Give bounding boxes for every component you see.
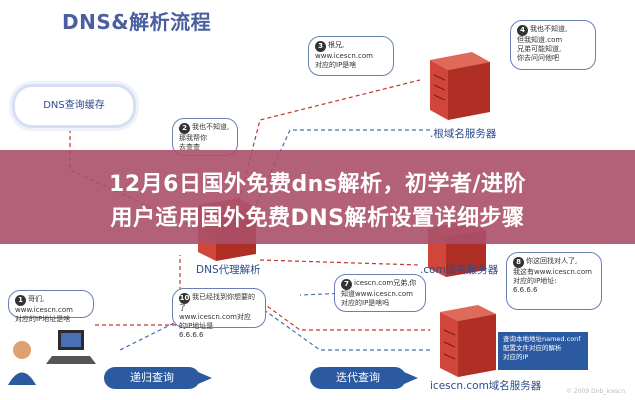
flow-line-com-return xyxy=(299,289,421,296)
proxy-label: DNS代理解析 xyxy=(196,264,261,276)
step-number: 4 xyxy=(517,25,528,36)
user-icon xyxy=(8,341,36,385)
named-conf-info-box: 查询本地地址named.conf 配置文件对应的解析 对应的IP xyxy=(498,332,588,370)
bubble-text: 我也不知道, 那我帮你 去查查 xyxy=(179,123,230,151)
step-number: 8 xyxy=(513,257,524,268)
step-number: 3 xyxy=(315,41,326,52)
bubble-text: 哥们, www.icescn.com 对应的IP地址是啥 xyxy=(15,295,73,323)
flow-line-icescn-return xyxy=(249,299,430,351)
step-number: 10 xyxy=(179,293,190,304)
root-server-label: .根域名服务器 xyxy=(430,128,497,140)
icescn-server-label: icescn.com域名服务器 xyxy=(430,380,542,392)
title-banner: 12月6日国外免费dns解析，初学者/进阶 用户适用国外免费DNS解析设置详细步… xyxy=(0,150,635,244)
flow-line-recursive-return xyxy=(119,319,181,351)
step-number: 7 xyxy=(341,279,352,290)
diagram-title: DNS&解析流程 xyxy=(62,10,212,34)
watermark: © 2009 Dnb_icescn xyxy=(566,388,626,395)
step-number: 1 xyxy=(15,295,26,306)
bubble-text: 我已经找到你想要的了 www.icescn.com对应 的IP地址是 6.6.6… xyxy=(179,293,255,339)
server-icescn-icon xyxy=(440,305,496,377)
recursive-query-pill: 递归查询 xyxy=(104,367,200,389)
computer-icon xyxy=(46,330,96,364)
iterative-arrow-icon xyxy=(404,372,418,384)
banner-line-1: 12月6日国外免费dns解析，初学者/进阶 xyxy=(109,172,526,197)
bubble-text: 你这回找对人了, 我这有www.icescn.com 对应的IP地址: 6.6.… xyxy=(513,257,592,294)
bubble-text: 我也不知道, 但我知道.com 兄弟可能知道, 你去问问他吧 xyxy=(517,25,568,62)
flow-line-client-proxy xyxy=(95,255,181,326)
recursive-arrow-icon xyxy=(198,372,212,384)
dns-cache-box: DNS查询缓存 xyxy=(12,84,136,128)
iterative-query-pill: 迭代查询 xyxy=(310,367,406,389)
bubble-text: 根兄, www.icescn.com 对应的IP是啥 xyxy=(315,41,373,69)
bubble-text: icescn.com兄弟,你 知道www.icescn.com 对应的IP是啥吗 xyxy=(341,279,417,307)
com-server-label: .com域名服务器 xyxy=(420,264,499,276)
banner-line-2: 用户适用国外免费DNS解析设置详细步骤 xyxy=(110,206,525,231)
flow-line-proxy-com xyxy=(259,259,421,266)
server-root-icon xyxy=(430,52,490,120)
step-number: 2 xyxy=(179,123,190,134)
